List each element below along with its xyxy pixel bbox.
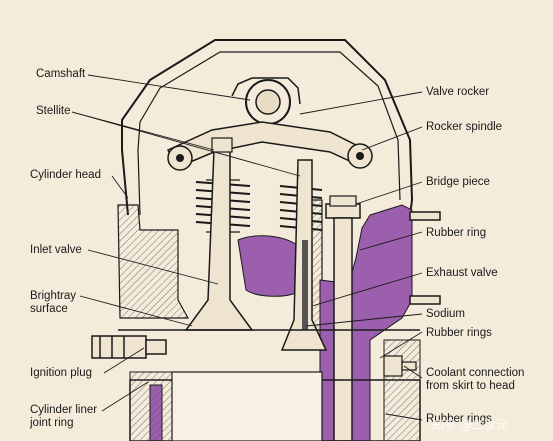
rocker-spindle-left-center — [176, 154, 184, 162]
head-studs-right — [409, 211, 441, 305]
coolant-connection-fittings — [383, 355, 417, 377]
label-ignition-plug: Ignition plug — [30, 367, 93, 379]
label-cylinder-head: Cylinder head — [30, 169, 101, 181]
label-exhaust-valve: Exhaust valve — [426, 267, 498, 279]
label-valve-rocker: Valve rocker — [426, 86, 490, 98]
label-coolant-line1: Coolant connection — [426, 367, 525, 379]
label-bridge-piece: Bridge piece — [426, 176, 490, 188]
liner-hatch-right — [383, 339, 421, 441]
cam-cover-inner — [137, 51, 401, 216]
label-rubber-rings: Rubber rings — [426, 327, 492, 339]
cam-cover — [121, 39, 414, 216]
liner-hatch-left — [129, 371, 173, 441]
label-inlet-valve: Inlet valve — [30, 244, 82, 256]
label-brightray-line1: Brightray — [30, 290, 77, 302]
label-liner-line2: joint ring — [30, 417, 74, 429]
label-rubber-rings-bottom: Rubber rings — [426, 413, 492, 425]
valve-rocker-arm — [167, 121, 363, 169]
label-liner-line1: Cylinder liner — [30, 404, 98, 416]
label-coolant-line2: from skirt to head — [426, 380, 515, 392]
camshaft-inner — [255, 89, 281, 115]
label-brightray-line2: surface — [30, 303, 68, 315]
label-rocker-spindle: Rocker spindle — [426, 121, 503, 133]
inlet-valve-cap — [211, 137, 233, 153]
camshaft-housing — [231, 77, 301, 105]
rocker-spindle-right-center — [356, 152, 364, 160]
watermark: 知乎 @二次元 — [432, 418, 508, 432]
label-stellite: Stellite — [36, 105, 71, 117]
stud-nut — [329, 195, 357, 207]
label-camshaft: Camshaft — [36, 68, 86, 80]
piston-crown — [171, 371, 323, 441]
label-rubber-ring: Rubber ring — [426, 227, 487, 239]
coolant-passage-center — [237, 235, 299, 297]
ignition-plug — [91, 335, 167, 359]
cylinder-head-body — [117, 204, 190, 319]
leader-lines — [71, 74, 423, 421]
exhaust-valve-sodium-core — [302, 240, 308, 330]
coolant-jacket-right — [343, 204, 413, 441]
label-sodium: Sodium — [426, 308, 465, 320]
